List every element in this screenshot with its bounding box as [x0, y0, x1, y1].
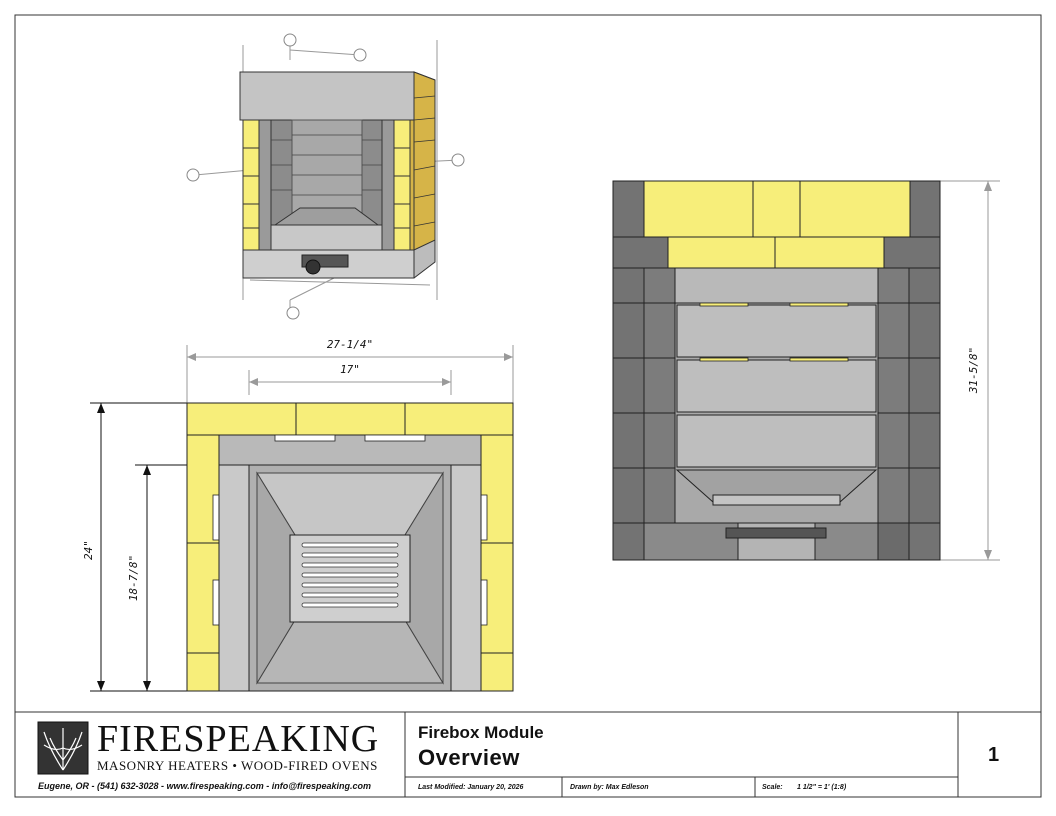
elevation-view	[612, 180, 1000, 561]
last-modified: Last Modified: January 20, 2026	[418, 784, 524, 791]
logo-emblem	[37, 721, 89, 775]
company-name: FIRESPEAKING	[97, 718, 380, 760]
dim-plan-outer-width: 27-1/4"	[327, 338, 373, 351]
drawing-title-line1: Firebox Module	[418, 723, 544, 742]
sheet-number: 1	[988, 744, 1000, 766]
isometric-view	[186, 33, 465, 320]
scale-value: 1 1/2" = 1' (1:8)	[797, 784, 847, 791]
dim-plan-inner-width: 17"	[340, 363, 360, 376]
scale-label: Scale:	[762, 784, 783, 791]
dim-elevation-height: 31-5/8"	[967, 347, 980, 394]
drawing-title-line2: Overview	[418, 745, 520, 770]
company-contact: Eugene, OR - (541) 632-3028 - www.firesp…	[38, 781, 372, 791]
drawn-by: Drawn by: Max Edleson	[570, 784, 649, 791]
dim-plan-inner-depth: 18-7/8"	[127, 555, 140, 601]
title-block-frame	[15, 711, 1041, 797]
company-tagline: MASONRY HEATERS • WOOD-FIRED OVENS	[97, 758, 378, 773]
sheet-border	[14, 14, 1042, 798]
plan-view	[90, 345, 514, 692]
dim-plan-outer-depth: 24"	[82, 540, 95, 560]
